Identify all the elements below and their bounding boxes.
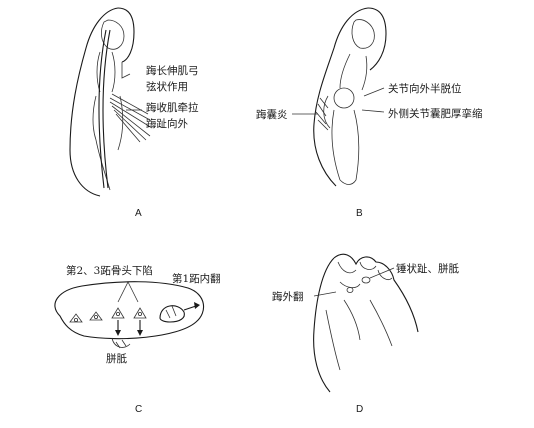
panel-d-label-2: 踇外翻 (272, 290, 304, 303)
panel-b-label-3: 外侧关节囊肥厚挛缩 (388, 107, 483, 120)
panel-a-label-4: 踇趾向外 (146, 117, 188, 130)
panel-a-label-1: 踇长伸肌弓 (146, 64, 199, 77)
panel-c-label-1: 第2、3跖骨头下陷 (66, 264, 153, 277)
panel-a-label-3: 踇收肌牵拉 (146, 101, 199, 114)
panel-d-drawing (313, 253, 419, 393)
panel-b-drawing (292, 7, 387, 187)
panel-c-drawing (54, 281, 205, 349)
panel-c-letter: C (135, 404, 142, 415)
panel-d-label-1: 锤状趾、胼胝 (396, 262, 459, 275)
panel-b-label-2: 踇囊炎 (256, 108, 288, 121)
panel-a-letter: A (135, 208, 142, 219)
panel-b-letter: B (356, 208, 363, 219)
panel-a-label-2: 弦状作用 (146, 80, 188, 93)
panel-a-drawing (69, 7, 153, 197)
panel-b-label-1: 关节向外半脱位 (388, 82, 462, 95)
panel-d-letter: D (356, 404, 363, 415)
panel-c-label-2: 第1跖内翻 (172, 272, 221, 285)
panel-c-label-3: 胼胝 (106, 352, 127, 365)
